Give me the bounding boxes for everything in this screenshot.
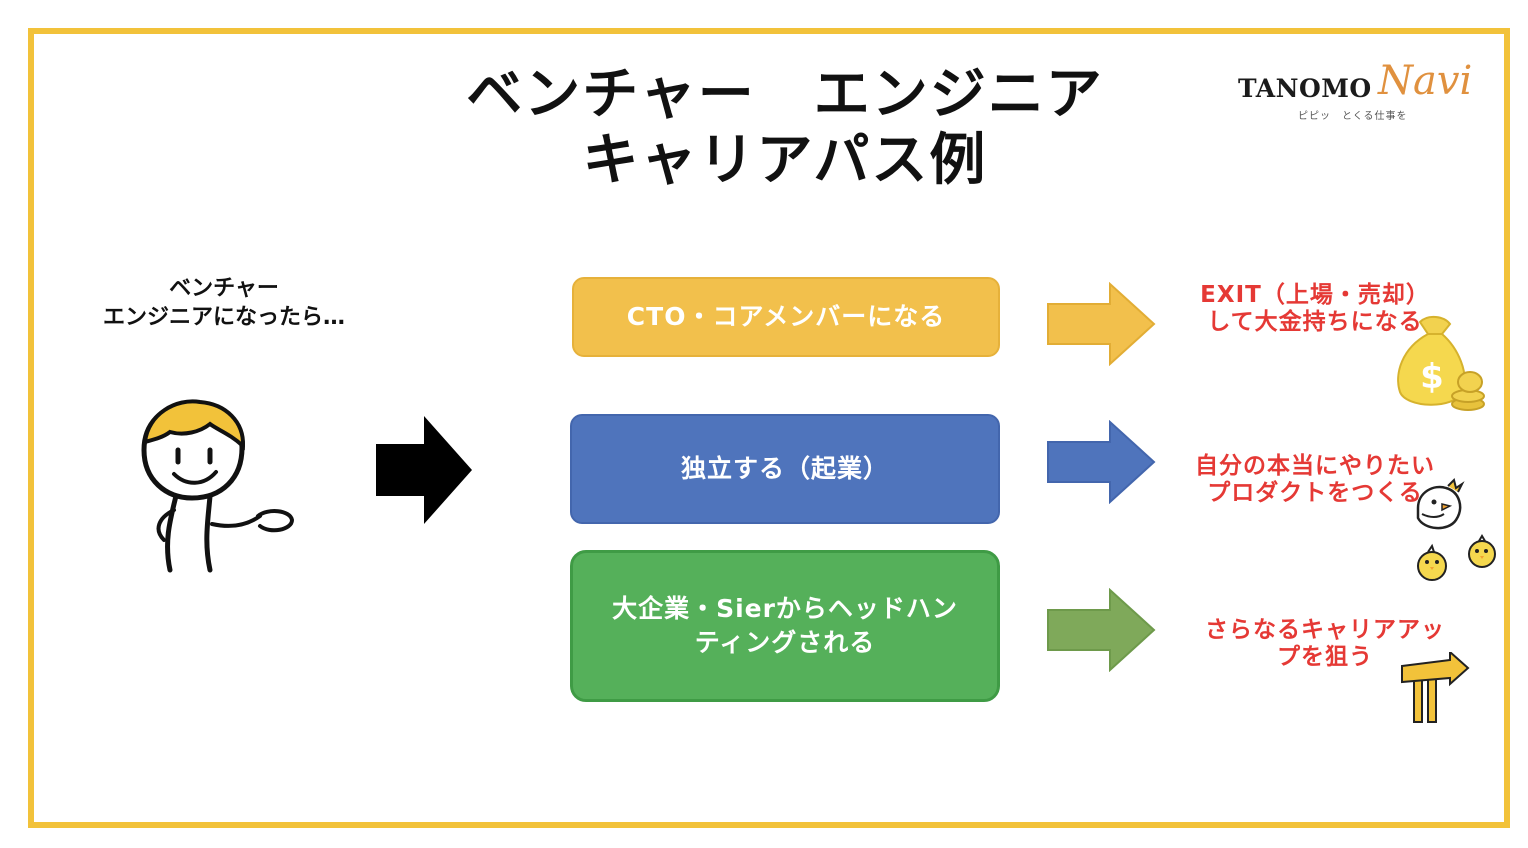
lead-line-1: ベンチャー xyxy=(169,276,279,301)
money-bag-icon: $ xyxy=(1397,316,1485,411)
outcome-exit-line-2: して大金持ちになる xyxy=(1207,309,1423,335)
path-box-headhunted: 大企業・Sierからヘッドハン ティングされる xyxy=(570,550,1000,702)
title-line-2: キャリアパス例 xyxy=(582,128,988,193)
signpost-icon xyxy=(1401,652,1470,723)
arrow-right-green-icon xyxy=(1047,588,1156,672)
outcome-product-line-1: 自分の本当にやりたい xyxy=(1195,453,1435,479)
slide-title: ベンチャー エンジニア キャリアパス例 xyxy=(440,62,1130,194)
main-arrow-icon xyxy=(376,416,472,524)
tanomo-navi-logo: TANOMO Navi ピピッ とくる仕事を xyxy=(1238,58,1472,128)
outcome-exit: EXIT（上場・売却） して大金持ちになる xyxy=(1180,282,1450,336)
small-chick-icon xyxy=(1468,534,1496,568)
logo-tagline: ピピッ とくる仕事を xyxy=(1298,111,1408,122)
path-box-independent: 独立する（起業） xyxy=(570,414,1000,524)
small-chick-icon xyxy=(1417,543,1447,581)
chick-icon xyxy=(1416,478,1465,530)
outcome-product: 自分の本当にやりたい プロダクトをつくる xyxy=(1170,453,1460,507)
outcome-career-up-line-2: プを狙う xyxy=(1277,644,1373,670)
path-box-headhunted-line-1: 大企業・Sierからヘッドハン xyxy=(612,594,958,623)
outcome-exit-line-1: EXIT（上場・売却） xyxy=(1200,282,1430,308)
svg-text:$: $ xyxy=(1420,357,1444,397)
title-line-1: ベンチャー エンジニア xyxy=(466,62,1104,127)
outcome-career-up: さらなるキャリアアッ プを狙う xyxy=(1180,617,1470,671)
lead-line-2: エンジニアになったら… xyxy=(102,305,345,330)
logo-script: Navi xyxy=(1378,58,1473,104)
arrow-right-yellow-icon xyxy=(1047,282,1156,366)
outcome-career-up-line-1: さらなるキャリアアッ xyxy=(1205,617,1445,643)
outcome-product-line-2: プロダクトをつくる xyxy=(1207,480,1423,506)
path-box-cto-label: CTO・コアメンバーになる xyxy=(626,302,946,331)
logo-wordmark: TANOMO xyxy=(1238,74,1372,103)
lead-text: ベンチャー エンジニアになったら… xyxy=(66,274,382,332)
path-box-cto: CTO・コアメンバーになる xyxy=(572,277,1000,357)
arrow-right-blue-icon xyxy=(1047,420,1156,504)
path-box-headhunted-line-2: ティングされる xyxy=(694,628,876,657)
engineer-stick-figure-icon xyxy=(141,399,295,573)
path-box-independent-label: 独立する（起業） xyxy=(680,454,889,483)
